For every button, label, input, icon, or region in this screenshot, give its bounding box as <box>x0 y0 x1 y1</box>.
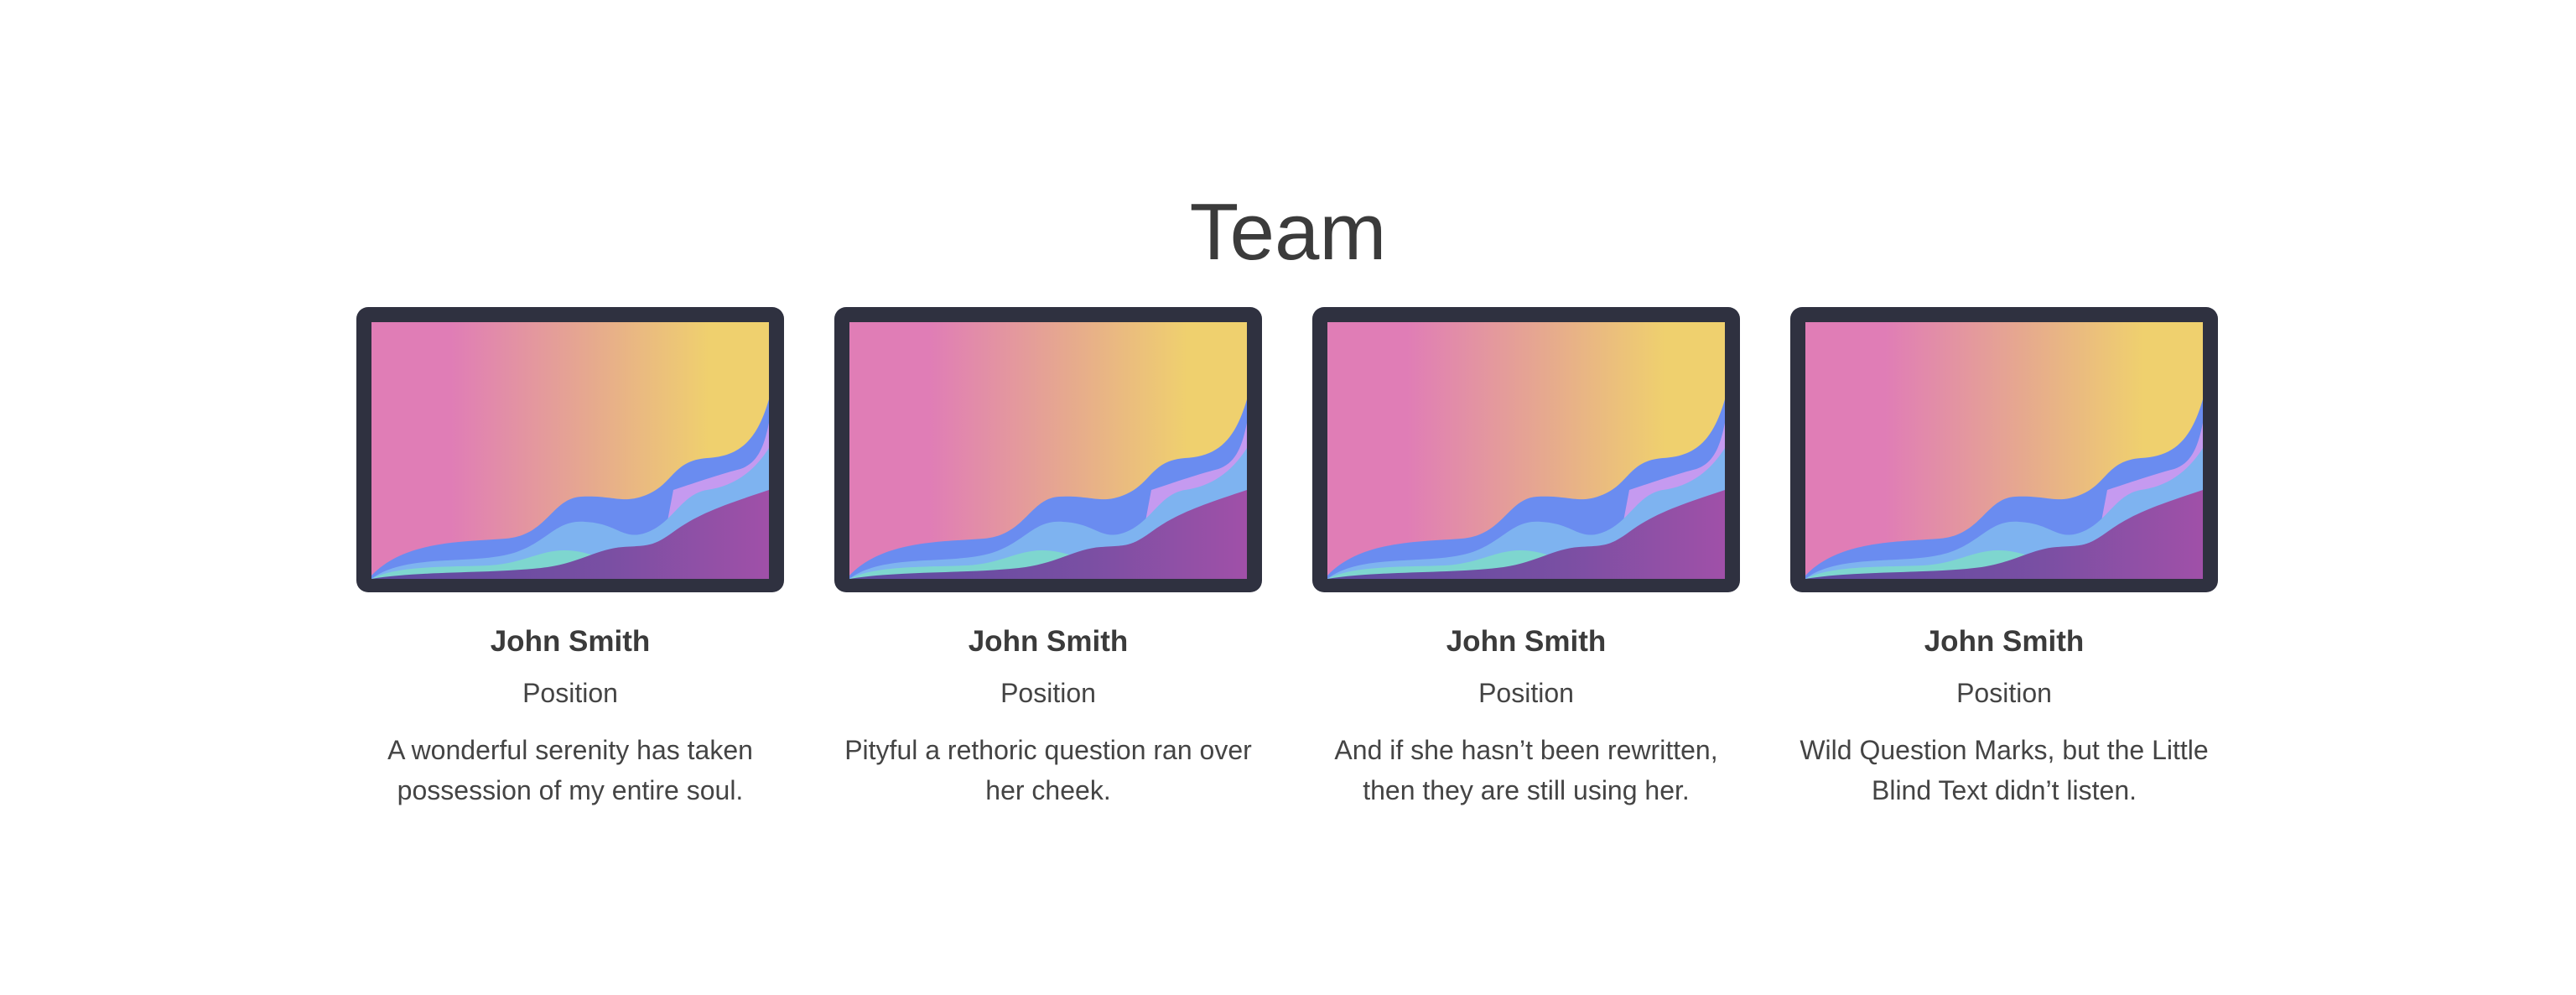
landscape-placeholder-icon <box>1805 322 2203 579</box>
member-photo <box>1790 307 2218 592</box>
team-member-card: John Smith Position Wild Question Marks,… <box>1790 307 2218 810</box>
section-title: Team <box>1189 187 1387 277</box>
member-position: Position <box>1000 678 1096 708</box>
member-name: John Smith <box>490 625 651 658</box>
member-bio: Pityful a rethoric question ran over her… <box>844 735 1252 805</box>
member-photo <box>356 307 784 592</box>
member-name: John Smith <box>968 625 1129 658</box>
member-position: Position <box>522 678 618 708</box>
member-position: Position <box>1956 678 2052 708</box>
team-row: John Smith Position A wonderful serenity… <box>356 307 2220 810</box>
member-name: John Smith <box>1446 625 1607 658</box>
landscape-placeholder-icon <box>1327 322 1725 579</box>
team-member-card: John Smith Position And if she hasn’t be… <box>1312 307 1740 810</box>
member-bio: And if she hasn’t been rewritten, then t… <box>1334 735 1718 805</box>
member-photo <box>1312 307 1740 592</box>
landscape-placeholder-icon <box>849 322 1247 579</box>
member-bio: Wild Question Marks, but the Little Blin… <box>1800 735 2209 805</box>
member-bio: A wonderful serenity has taken possessio… <box>387 735 753 805</box>
member-position: Position <box>1478 678 1574 708</box>
landscape-placeholder-icon <box>371 322 769 579</box>
team-member-card: John Smith Position A wonderful serenity… <box>356 307 784 810</box>
member-photo <box>834 307 1262 592</box>
team-member-card: John Smith Position Pityful a rethoric q… <box>834 307 1262 810</box>
member-name: John Smith <box>1924 625 2085 658</box>
